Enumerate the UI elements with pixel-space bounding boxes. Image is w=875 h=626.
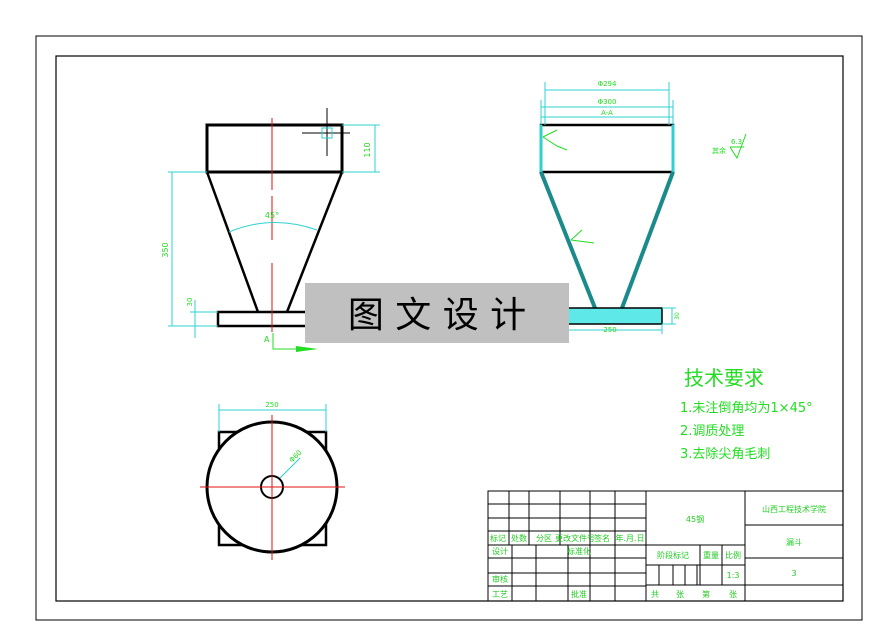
- svg-text:工艺: 工艺: [492, 590, 508, 599]
- roughness-value: 6.3: [731, 138, 742, 146]
- dim-30: 30: [186, 298, 194, 307]
- svg-text:张: 张: [729, 590, 737, 599]
- section-arrow-icon: [296, 346, 318, 352]
- svg-text:标记: 标记: [490, 533, 506, 543]
- roughness-symbol-icon: [729, 133, 747, 160]
- roughness-other-label: 其余: [712, 146, 726, 155]
- svg-text:图 文 设 计: 图 文 设 计: [348, 295, 526, 336]
- svg-text:签名: 签名: [594, 533, 610, 543]
- section-view: Φ294 Φ300 A-A 250 30 其余 6.3: [539, 80, 747, 334]
- front-view: 110 350 30 45° A: [161, 108, 380, 352]
- drawing-number: 3: [791, 569, 796, 578]
- svg-text:比例: 比例: [725, 550, 741, 560]
- dim-250-top: 250: [265, 401, 278, 409]
- section-label: A: [264, 335, 270, 344]
- svg-text:审核: 审核: [492, 574, 508, 584]
- section-title: A-A: [601, 109, 613, 117]
- dim-294: Φ294: [598, 80, 617, 88]
- tech-requirements: 技术要求 1.未注倒角均为1×45° 2.调质处理 3.去除尖角毛刺: [680, 366, 813, 462]
- scale-value: 1:3: [727, 571, 740, 580]
- dim-30-section: 30: [674, 312, 681, 320]
- tech-item: 2.调质处理: [680, 424, 744, 439]
- title-block: [487, 490, 844, 602]
- watermark: 图 文 设 计: [305, 283, 569, 343]
- svg-text:分区: 分区: [536, 534, 552, 543]
- dim-250-section: 250: [603, 326, 616, 334]
- dim-350: 350: [161, 242, 170, 257]
- svg-text:共: 共: [651, 590, 659, 599]
- tech-item: 3.去除尖角毛刺: [680, 447, 770, 462]
- title-block-text: 标记 处数 分区 更改文件号 签名 年.月.日 设计 标准化 审核 工艺 批准 …: [490, 504, 826, 599]
- svg-text:批准: 批准: [571, 589, 587, 599]
- svg-text:标准化: 标准化: [567, 546, 591, 556]
- cursor-crosshair-icon: [302, 108, 350, 156]
- tech-item: 1.未注倒角均为1×45°: [680, 401, 813, 416]
- inner-border: [55, 55, 844, 602]
- part-name: 漏斗: [786, 537, 802, 547]
- dim-300: Φ300: [598, 98, 617, 106]
- svg-text:设计: 设计: [492, 546, 508, 556]
- svg-text:年.月.日: 年.月.日: [615, 533, 644, 543]
- school-name: 山西工程技术学院: [762, 504, 826, 514]
- svg-text:第: 第: [702, 589, 710, 599]
- svg-text:阶段标记: 阶段标记: [657, 550, 689, 560]
- outer-border: [35, 35, 863, 621]
- dim-angle: 45°: [265, 211, 279, 220]
- svg-text:张: 张: [676, 590, 684, 599]
- top-view: 250 Φ60: [200, 401, 345, 560]
- svg-text:处数: 处数: [511, 533, 527, 543]
- material: 45钢: [686, 514, 704, 524]
- tech-title: 技术要求: [684, 366, 764, 390]
- dim-110: 110: [363, 142, 372, 157]
- svg-text:更改文件号: 更改文件号: [555, 533, 595, 543]
- svg-text:重量: 重量: [703, 550, 719, 560]
